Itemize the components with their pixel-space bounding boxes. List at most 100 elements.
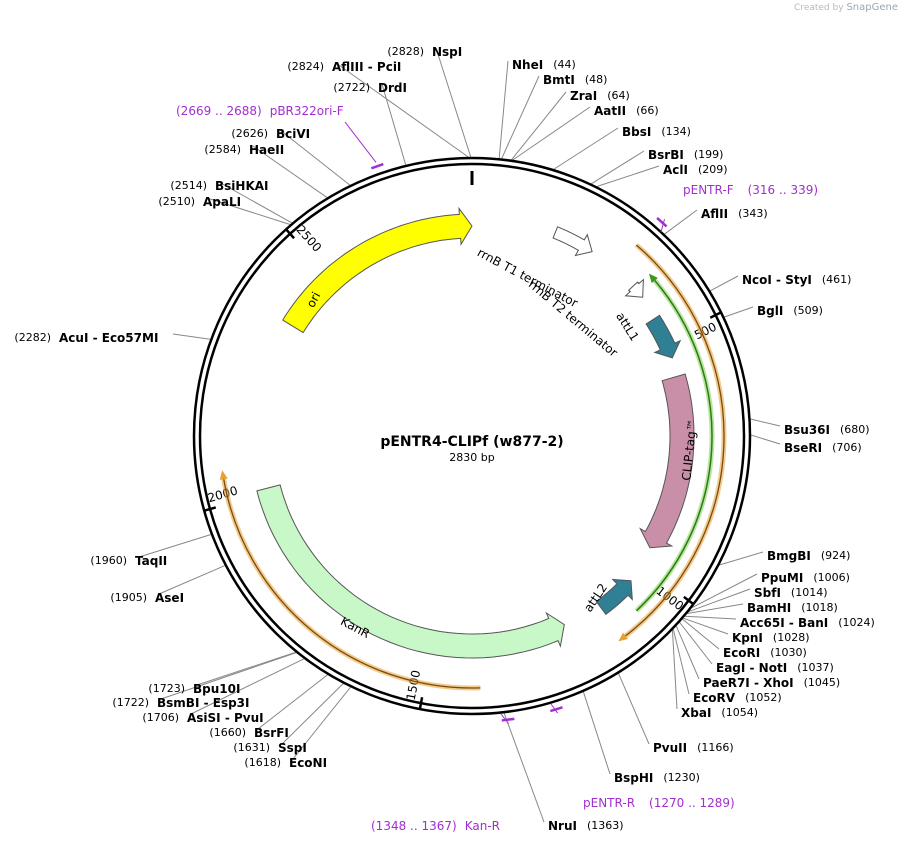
enzyme-label-bsmbi-esp3i: (1722) BsmBI - Esp3I — [112, 696, 249, 710]
enzyme-position: (343) — [738, 207, 768, 220]
enzyme-label-bbsi: BbsI (134) — [622, 125, 691, 139]
enzyme-name: AseI — [155, 591, 184, 605]
enzyme-position: (1014) — [791, 586, 828, 599]
enzyme-position: (134) — [661, 125, 691, 138]
enzyme-name: BsiHKAI — [215, 179, 269, 193]
enzyme-position: (2514) — [170, 179, 207, 192]
feature-label-rrnb-t2: rrnB T2 terminator — [526, 277, 621, 360]
credit-brand: SnapGene — [846, 2, 898, 13]
enzyme-position: (1618) — [244, 756, 281, 769]
enzyme-label-bmgbi: BmgBI(924) — [767, 549, 850, 563]
enzyme-position: (1052) — [745, 691, 782, 704]
leader-bseri — [750, 434, 781, 445]
enzyme-label-bsphi: BspHI(1230) — [614, 771, 700, 785]
enzyme-label-bsihkai: (2514) BsiHKAI — [170, 179, 268, 193]
enzyme-name: BglI — [757, 304, 783, 318]
enzyme-position: (1363) — [587, 819, 624, 832]
leader-bcivi — [279, 129, 351, 186]
enzyme-name: BmgBI — [767, 549, 811, 563]
enzyme-position: (2828) — [387, 45, 424, 58]
primer-name: pBR322ori-F — [270, 104, 344, 118]
feature-attl1 — [645, 314, 682, 359]
enzyme-name: EcoNI — [289, 756, 327, 770]
enzyme-name: BmtI — [543, 73, 575, 87]
enzyme-position: (66) — [636, 104, 659, 117]
enzyme-label-bmti: BmtI(48) — [543, 73, 607, 87]
leader-aatii — [512, 106, 591, 161]
feature-label-rrnb-t1: rrnB T1 terminator — [475, 245, 580, 310]
leader-bmgbi — [719, 551, 764, 566]
enzyme-position: (44) — [553, 58, 576, 71]
enzyme-label-nspi: (2828)NspI — [387, 45, 462, 59]
plasmid-length: 2830 bp — [449, 451, 494, 464]
enzyme-position: (1722) — [112, 696, 149, 709]
enzyme-label-acc65i-bani: Acc65I - BanI(1024) — [740, 616, 875, 630]
enzyme-label-afliii-pcii: (2824)AflIII - PciI — [287, 60, 401, 74]
leader-paer7i-xhoi — [675, 625, 700, 680]
leader-bsrbi — [591, 150, 645, 185]
primer-name: pENTR-F — [683, 183, 734, 197]
enzyme-position: (1723) — [148, 682, 185, 695]
enzyme-position: (1054) — [721, 706, 758, 719]
enzyme-name: Bpu10I — [193, 682, 240, 696]
enzyme-label-pvuii: PvuII(1166) — [653, 741, 734, 755]
leader-acui-eco57mi — [172, 333, 211, 340]
enzyme-position: (209) — [698, 163, 728, 176]
enzyme-name: SbfI — [754, 586, 781, 600]
enzyme-name: NruI — [548, 819, 577, 833]
primer-range: (2669 .. 2688) — [176, 104, 262, 118]
leader-acc65i-bani — [684, 615, 737, 620]
primer-leader-kan-r — [500, 713, 509, 724]
enzyme-label-bamhi: BamHI(1018) — [747, 601, 838, 615]
enzyme-label-ecorv: EcoRV(1052) — [693, 691, 782, 705]
enzyme-name: PvuII — [653, 741, 687, 755]
primer-label-pentr-r: pENTR-R (1270 .. 1289) — [583, 796, 735, 810]
leader-eagi-noti — [679, 622, 713, 665]
enzyme-label-aflii: AflII(343) — [701, 207, 768, 221]
enzyme-position: (1230) — [663, 771, 700, 784]
enzyme-position: (64) — [607, 89, 630, 102]
primer-range: (1270 .. 1289) — [649, 796, 735, 810]
primer-mark-pbr322ori-f — [370, 162, 384, 170]
enzyme-position: (1960) — [90, 554, 127, 567]
feature-rrnb-t2-terminator — [624, 278, 644, 298]
leader-bmti — [501, 75, 540, 159]
leader-nhei — [498, 60, 509, 159]
leader-bsihkai — [218, 181, 293, 224]
primer-leader-pentr-r — [550, 703, 559, 714]
leader-ecorv — [672, 629, 690, 695]
enzyme-name: BbsI — [622, 125, 651, 139]
enzyme-label-bseri: BseRI(706) — [784, 441, 862, 455]
leader-afliii-pcii — [335, 62, 469, 158]
enzyme-position: (1905) — [110, 591, 147, 604]
leader-bsmbi-esp3i — [160, 652, 297, 700]
enzyme-label-bsrfi: (1660)BsrFI — [209, 726, 288, 740]
enzyme-name: BsmBI - Esp3I — [157, 696, 249, 710]
primer-mark-pentr-f — [656, 217, 668, 228]
enzyme-label-nhei: NheI(44) — [512, 58, 576, 72]
tick-label-2500: 2500 — [293, 223, 324, 255]
enzyme-position: (2282) — [14, 331, 51, 344]
enzyme-name: NcoI - StyI — [742, 273, 812, 287]
leader-haeii — [252, 145, 328, 198]
enzyme-label-bpu10i: (1723) Bpu10I — [148, 682, 240, 696]
leader-bsu36i — [750, 418, 781, 427]
enzyme-position: (1037) — [797, 661, 834, 674]
feature-label-clip-tag: CLIP-tag™ — [679, 419, 699, 482]
enzyme-position: (2722) — [333, 81, 370, 94]
enzyme-name: BamHI — [747, 601, 791, 615]
leader-bsphi — [582, 691, 611, 775]
primer-leader-pentr-f — [660, 218, 666, 233]
leader-bsrfi — [257, 674, 328, 730]
primer-mark-pentr-r — [549, 706, 563, 713]
enzyme-label-asisi-pvui: (1706)AsiSI - PvuI — [142, 711, 263, 725]
leader-apali — [206, 197, 291, 225]
enzyme-position: (2626) — [231, 127, 268, 140]
plasmid-name: pENTR4-CLIPf (w877-2) — [380, 434, 563, 450]
leader-asisi-pvui — [190, 658, 305, 715]
primer-name: pENTR-R — [583, 796, 635, 810]
tick-500 — [709, 311, 722, 319]
leader-pvuii — [618, 673, 650, 745]
